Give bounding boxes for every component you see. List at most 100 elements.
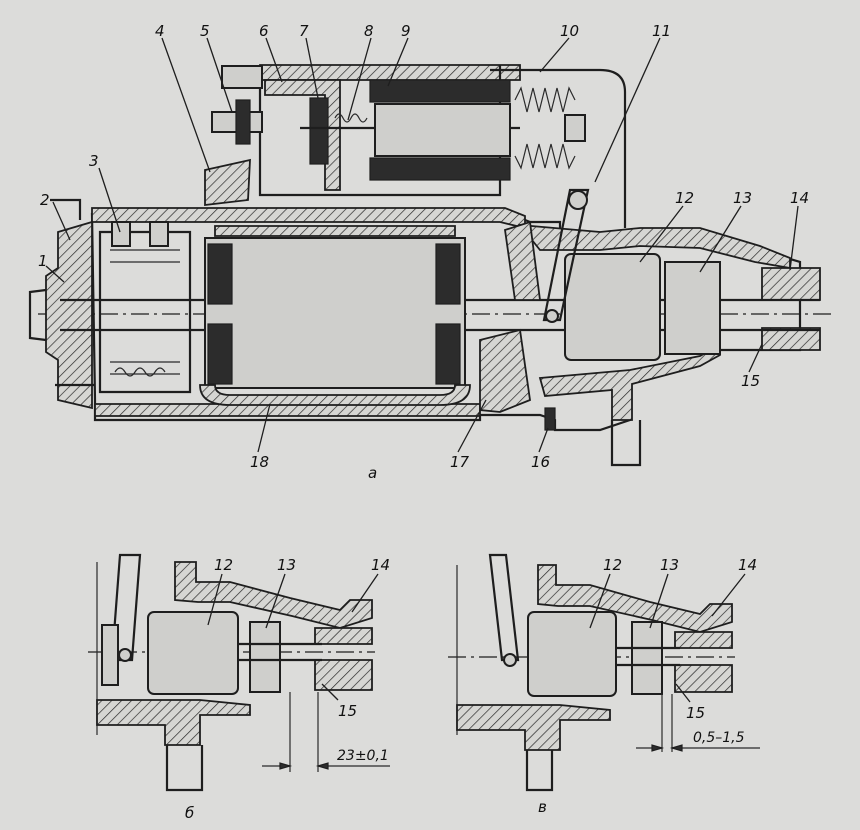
callout-16: 16 [531,453,550,471]
figure-c-lever-pin [503,653,517,667]
figure-b-bushing-top [314,627,373,645]
through-bolt-upper [50,198,82,220]
figure-b-arrow-left [279,762,293,770]
figure-c-callout-14: 14 [738,556,757,574]
field-coil-18 [199,384,471,406]
figure-b-callout-15: 15 [338,702,357,720]
callout-7: 7 [299,22,309,40]
figure-c-bushing-top [674,631,733,649]
solenoid-cover-top [259,64,521,81]
adjusting-nut [564,114,586,142]
figure-c-housing-upper [537,564,733,633]
figure-b-housing-upper [174,561,373,629]
callout-18: 18 [250,453,269,471]
figure-c-callout-12: 12 [603,556,622,574]
figure-b-arrow-right [315,762,329,770]
figure-c-housing-lower [456,704,611,751]
figure-c-shaft [616,646,680,667]
brush-holder-3 [111,221,131,247]
figure-c-pinion-12 [527,611,617,697]
callout-2: 2 [40,191,50,209]
shift-lever-11 [542,188,590,322]
mounting-foot [610,420,642,467]
figure-c-callouts: 12 13 14 15 0,5–1,5 в [538,556,757,816]
drive-pinion-12 [564,253,661,361]
front-bushing-14 [761,267,821,301]
callout-11: 11 [652,22,671,40]
callout-10: 10 [560,22,579,40]
figure-c-detail [448,553,760,792]
figure-c-arrow-right [669,744,683,752]
solenoid-cover-10 [490,68,627,228]
figure-a-leaders [45,37,799,453]
figure-b-pinion-12 [147,611,239,695]
figure-c-foot [525,750,554,792]
brush-spring [114,367,166,377]
callout-13: 13 [733,189,752,207]
figure-b-leaders [207,573,379,701]
figure-c-callout-13: 13 [660,556,679,574]
callout-3: 3 [89,152,99,170]
figure-c-callout-15: 15 [686,704,705,722]
figure-c-dimension: 0,5–1,5 [693,730,745,746]
callout-17: 17 [450,453,470,471]
figure-b-housing-lower [96,699,251,746]
rubber-boot [514,86,576,113]
figure-b-collar-13 [249,621,281,693]
callout-15: 15 [741,372,760,390]
callout-5: 5 [200,22,210,40]
figure-a-sublabel: а [368,464,377,482]
callout-9: 9 [401,22,411,40]
armature-core [204,237,466,389]
rubber-boot-lower [514,143,576,170]
figure-c-lever [488,553,520,662]
figure-c-bushing-bottom [674,664,733,693]
figure-b-callout-14: 14 [371,556,390,574]
partition-17 [479,328,531,413]
figure-b-callout-13: 13 [277,556,296,574]
lever-pivot [568,190,588,210]
figure-b-fork [101,624,119,686]
terminal-bolts-5 [211,65,263,145]
return-spring-8 [334,113,368,123]
front-bushing-14-lower [761,327,821,351]
figure-c-collar-13 [631,621,663,695]
terminal-4 [204,158,251,207]
figure-b-detail [88,553,390,792]
contact-disc-housing [264,79,341,191]
figure-c-leaders [589,573,746,703]
callout-4: 4 [155,22,165,40]
figure-c-arrow-left [651,744,665,752]
pole-shoe-upper [214,225,456,237]
contact-plate-7 [309,97,329,165]
partition-upper [504,220,542,301]
lever-fork-pin [545,309,559,323]
commutator-bars [110,249,180,375]
solenoid-winding-9 [369,79,511,181]
armature-windings [207,243,461,385]
rear-bearing-cap [28,288,47,342]
drive-housing-lower [538,343,721,421]
rear-cover [45,220,93,410]
callout-1: 1 [38,252,48,270]
figure-b-callout-12: 12 [214,556,233,574]
figure-b-shaft [238,642,322,662]
callout-8: 8 [364,22,374,40]
figure-b-bushing-bottom [314,659,373,691]
solenoid-plunger [374,103,511,157]
overrunning-clutch-13 [664,261,721,355]
figure-b-lever-pin [118,648,132,662]
bolt-16 [544,407,556,431]
callout-6: 6 [259,22,269,40]
callout-12: 12 [675,189,694,207]
commutator [98,230,192,394]
figure-b-callouts: 12 13 14 15 23±0,1 б [185,556,390,822]
figure-b-sublabel: б [185,804,194,822]
figure-a-callouts: 1 2 3 4 5 6 7 8 9 10 11 12 13 14 15 16 1… [38,22,809,482]
figure-b-foot [165,745,204,792]
callout-14: 14 [790,189,809,207]
figure-a-starter-section [28,37,835,467]
figure-b-dimension: 23±0,1 [337,748,389,764]
